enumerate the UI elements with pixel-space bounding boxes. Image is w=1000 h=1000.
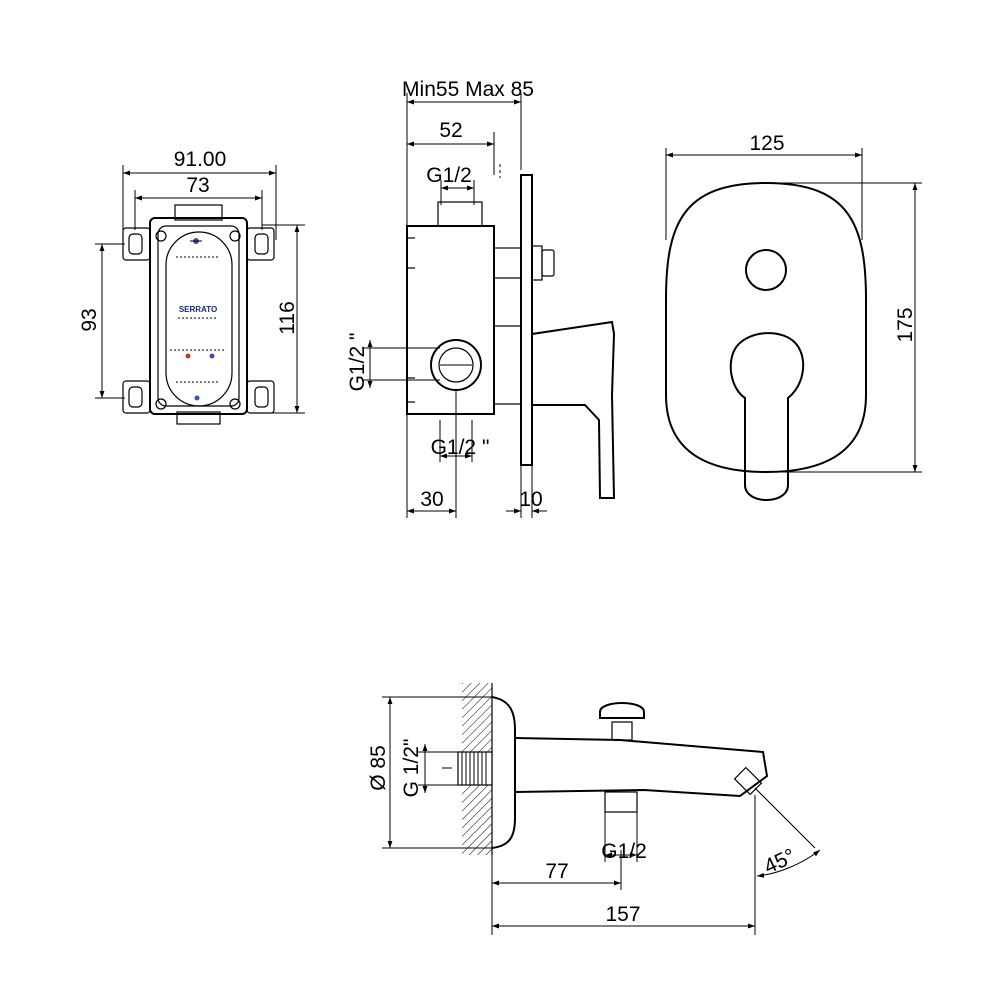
overall-length-label: 157 xyxy=(605,903,640,926)
dim-plate-height: 175 xyxy=(760,182,922,473)
dim-inlet-offset: 30 xyxy=(406,390,457,518)
dim-plate-width: 125 xyxy=(665,132,863,240)
mount-ear-top-right xyxy=(246,227,275,261)
overall-height-label: 116 xyxy=(276,301,299,334)
plate-width-label: 125 xyxy=(749,132,784,155)
box-body xyxy=(149,217,248,415)
box-inner-frame xyxy=(157,225,240,407)
dim-flange-diameter: Ø 85 xyxy=(367,696,492,849)
mount-ear-bottom-left xyxy=(122,380,151,414)
dim-overall-width: 91.00 xyxy=(122,148,277,240)
thread-label: G 1/2" xyxy=(400,739,423,798)
plate-height-label: 175 xyxy=(894,307,917,342)
dim-body-depth: 52 xyxy=(407,119,495,175)
dim-side-inlet: G1/2 " xyxy=(346,333,440,392)
side-inlet-label: G1/2 " xyxy=(346,333,369,392)
threaded-nipple xyxy=(457,751,493,786)
spout-side-view: Ø 85 G 1/2" G1/2 77 157 xyxy=(367,683,821,935)
dim-thread: G 1/2" xyxy=(400,739,458,798)
side-inlet-inner xyxy=(438,347,474,383)
spout-flange xyxy=(491,696,516,849)
valve-front-view: 125 175 xyxy=(665,132,922,501)
lever-handle-profile xyxy=(531,320,616,499)
inlet-offset-label: 30 xyxy=(420,488,443,511)
mount-height-label: 93 xyxy=(78,308,101,331)
body-depth-label: 52 xyxy=(439,119,462,142)
bottom-outlet-label: G1/2 " xyxy=(431,436,490,459)
diverter-stem xyxy=(493,247,522,279)
spout-diverter-stem xyxy=(611,721,633,741)
diverter-knob-front xyxy=(745,249,787,291)
cartridge-stem xyxy=(493,325,522,405)
dim-bottom-outlet: G1/2 " xyxy=(431,420,490,462)
flange-diameter-label: Ø 85 xyxy=(367,745,390,791)
dim-overall-height: 116 xyxy=(262,224,305,414)
wall-plate-profile xyxy=(520,174,533,466)
spout-diverter-knob xyxy=(599,702,645,719)
dim-top-outlet: G1/2 xyxy=(426,164,501,205)
dim-mount-height: 93 xyxy=(78,243,125,399)
top-port xyxy=(174,204,223,221)
top-outlet-label: G1/2 xyxy=(426,164,472,187)
thread-lines xyxy=(461,752,487,785)
dim-diverter-thread: G1/2 xyxy=(601,812,647,863)
brand-label: SERRATO xyxy=(179,305,217,314)
lever-handle-front xyxy=(729,332,805,501)
valve-side-view: Min55 Max 85 52 G1/2 xyxy=(346,78,616,518)
valve-body xyxy=(406,225,495,415)
rough-in-box-view: 91.00 73 93 116 xyxy=(78,148,305,425)
depth-range-label: Min55 Max 85 xyxy=(402,78,534,101)
plate-thickness-label: 10 xyxy=(519,488,542,511)
top-outlet-port xyxy=(437,201,483,227)
mount-ear-top-left xyxy=(122,227,151,261)
outlet-angle-label: 45° xyxy=(761,844,800,878)
bottom-port xyxy=(176,411,221,425)
diverter-knob xyxy=(541,249,555,277)
dim-outlet-distance: 77 xyxy=(491,850,622,935)
screw-holes xyxy=(155,230,241,410)
mount-width-label: 73 xyxy=(186,174,209,197)
mount-ear-bottom-right xyxy=(246,380,275,414)
dim-plate-thickness: 10 xyxy=(506,465,547,518)
overall-width-label: 91.00 xyxy=(174,148,227,171)
spout-body xyxy=(514,737,769,798)
wall-plate xyxy=(665,181,867,474)
box-oval-seal xyxy=(165,231,233,407)
dim-outlet-angle: 45° xyxy=(754,787,821,879)
dim-depth-range: Min55 Max 85 xyxy=(402,78,534,225)
dim-mount-width: 73 xyxy=(134,174,263,230)
dim-overall-length: 157 xyxy=(492,795,756,935)
outlet-distance-label: 77 xyxy=(545,860,568,883)
box-markings xyxy=(170,238,226,407)
diverter-thread-label: G1/2 xyxy=(601,840,647,863)
spout-bottom-outlet xyxy=(604,791,638,813)
diverter-knob-base xyxy=(531,245,543,281)
